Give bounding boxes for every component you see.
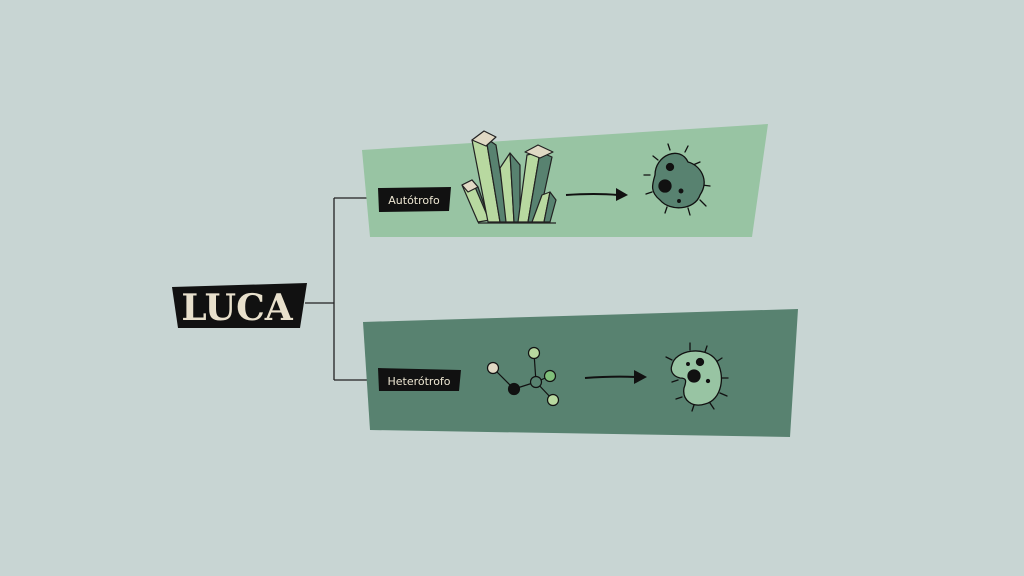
arrow-icon xyxy=(565,188,628,201)
svg-text:Heterótrofo: Heterótrofo xyxy=(387,375,450,388)
autotroph-label: Autótrofo xyxy=(378,187,451,212)
cell-icon xyxy=(643,143,711,216)
arrow-icon xyxy=(584,370,647,384)
crystal-icon xyxy=(461,130,557,224)
luca-text: LUCA xyxy=(181,287,293,329)
cell-icon xyxy=(665,342,729,412)
autotroph-panel xyxy=(362,124,768,237)
heterotroph-label: Heterótrofo xyxy=(378,368,461,391)
molecule-icon xyxy=(486,346,560,407)
svg-text:Autótrofo: Autótrofo xyxy=(388,194,440,207)
luca-root-label: LUCA xyxy=(172,283,307,329)
heterotroph-panel xyxy=(363,309,798,437)
